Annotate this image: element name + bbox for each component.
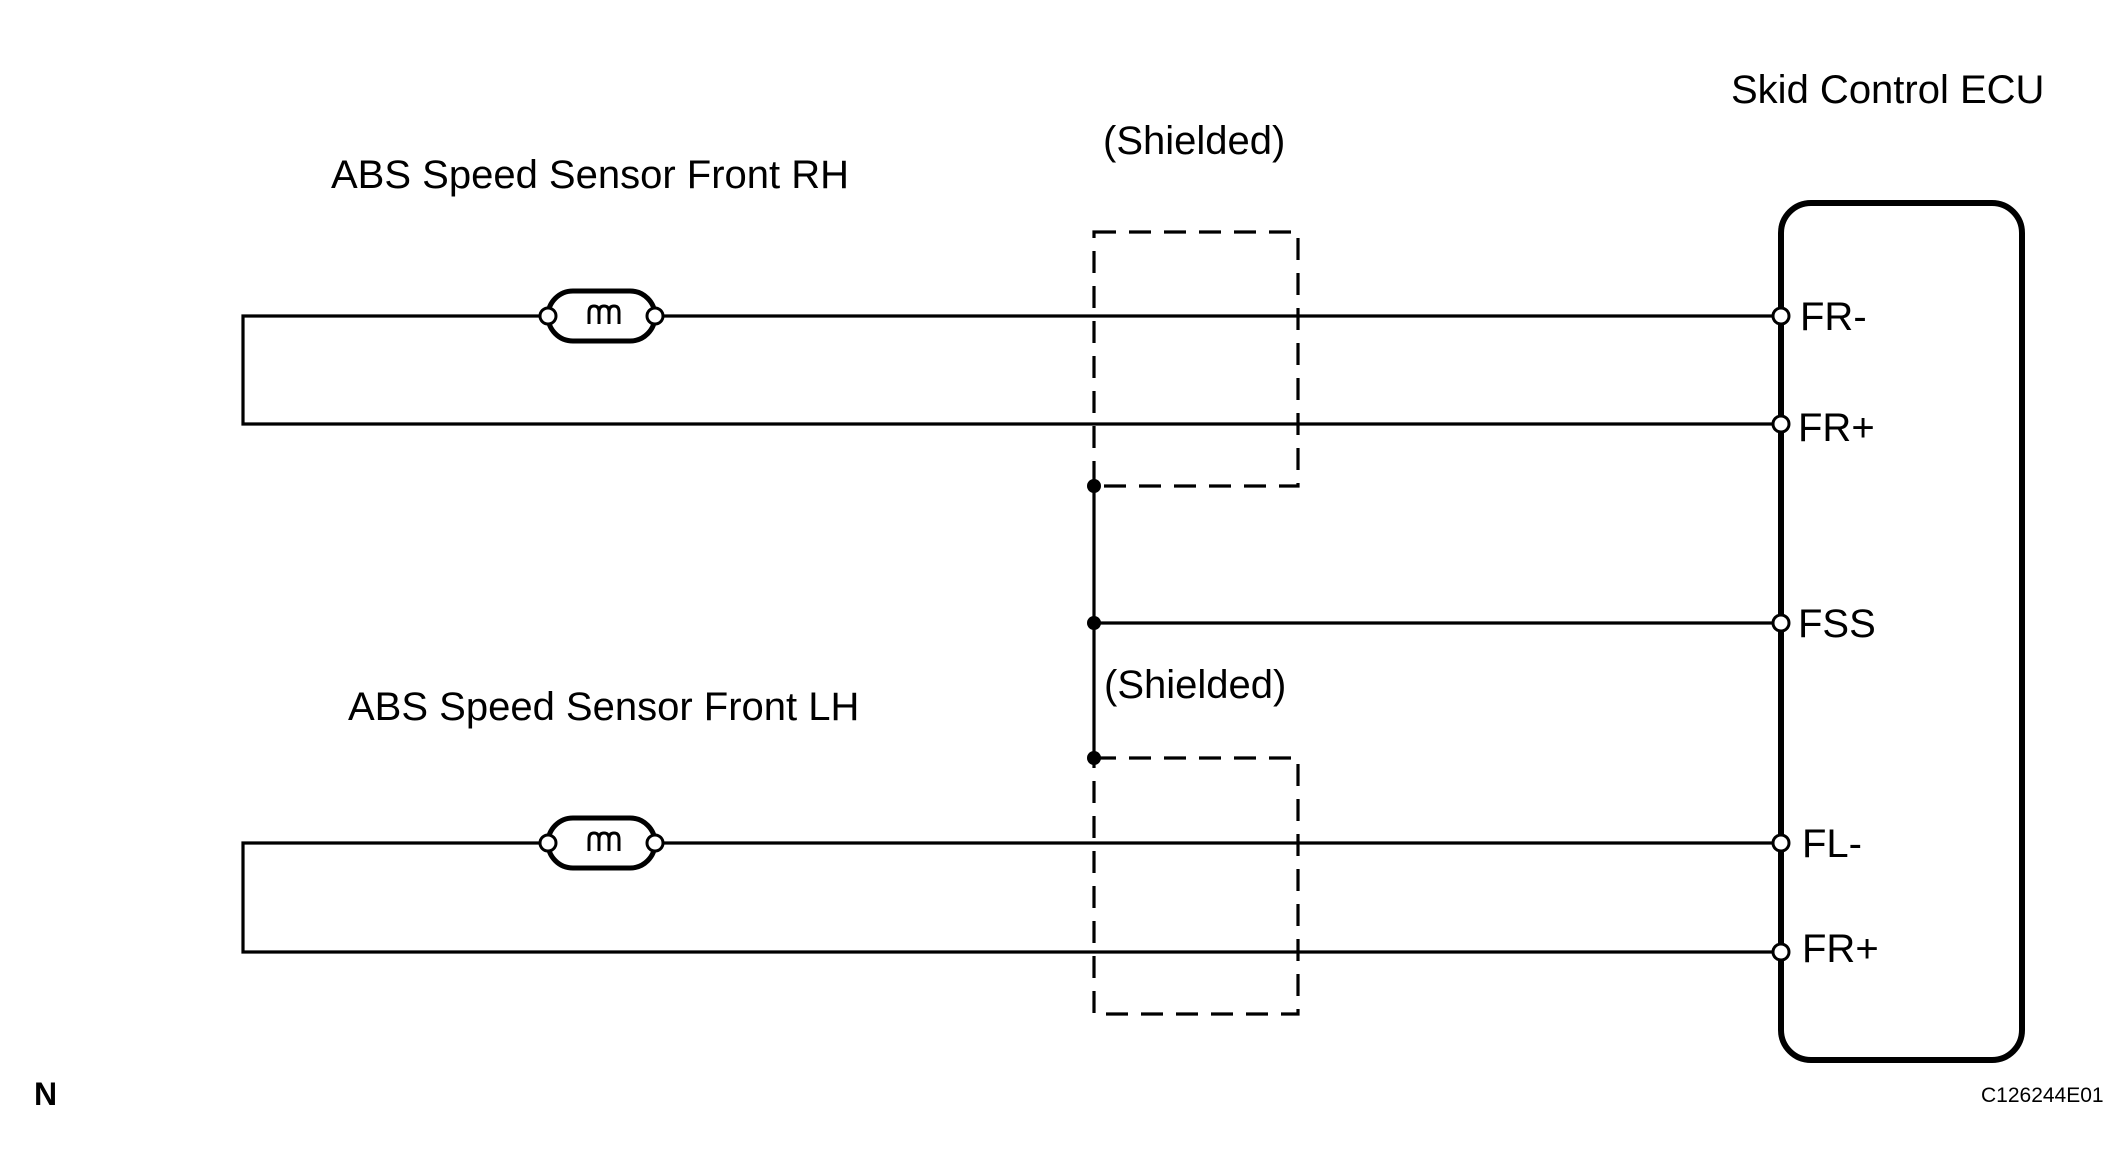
shield-box-lower [1092,756,1300,1016]
shield-box-upper [1092,230,1300,488]
terminal-fr-plus [1771,414,1791,434]
shield-label-upper: (Shielded) [1103,119,1285,163]
shield-label-lower: (Shielded) [1104,663,1286,707]
terminal-fl-plus [1771,942,1791,962]
figure-code: C126244E01 [1981,1084,2104,1107]
terminal-label-fr-plus: FR+ [1798,406,1875,450]
junction-dot-upper [1087,479,1101,493]
terminal-fss [1771,613,1791,633]
terminal-label-fr-minus: FR- [1800,295,1867,339]
terminal-label-fss: FSS [1798,602,1876,646]
junction-dot-fss [1087,616,1101,630]
terminal-fl-minus [1771,833,1791,853]
terminal-label-fl-minus: FL- [1802,822,1862,866]
ecu-title: Skid Control ECU [1731,68,2044,112]
page-letter: N [34,1076,57,1112]
junction-dot-lower [1087,751,1101,765]
sensor-label-front-rh: ABS Speed Sensor Front RH [331,153,849,197]
terminal-fr-minus [1771,306,1791,326]
speed-sensor-rh-icon [538,288,665,344]
wire-fl-plus [241,841,1781,954]
sensor-label-front-lh: ABS Speed Sensor Front LH [348,685,859,729]
wire-fr-plus [241,314,1781,426]
speed-sensor-lh-icon [538,815,665,871]
terminal-label-fl-plus: FR+ [1802,927,1879,971]
